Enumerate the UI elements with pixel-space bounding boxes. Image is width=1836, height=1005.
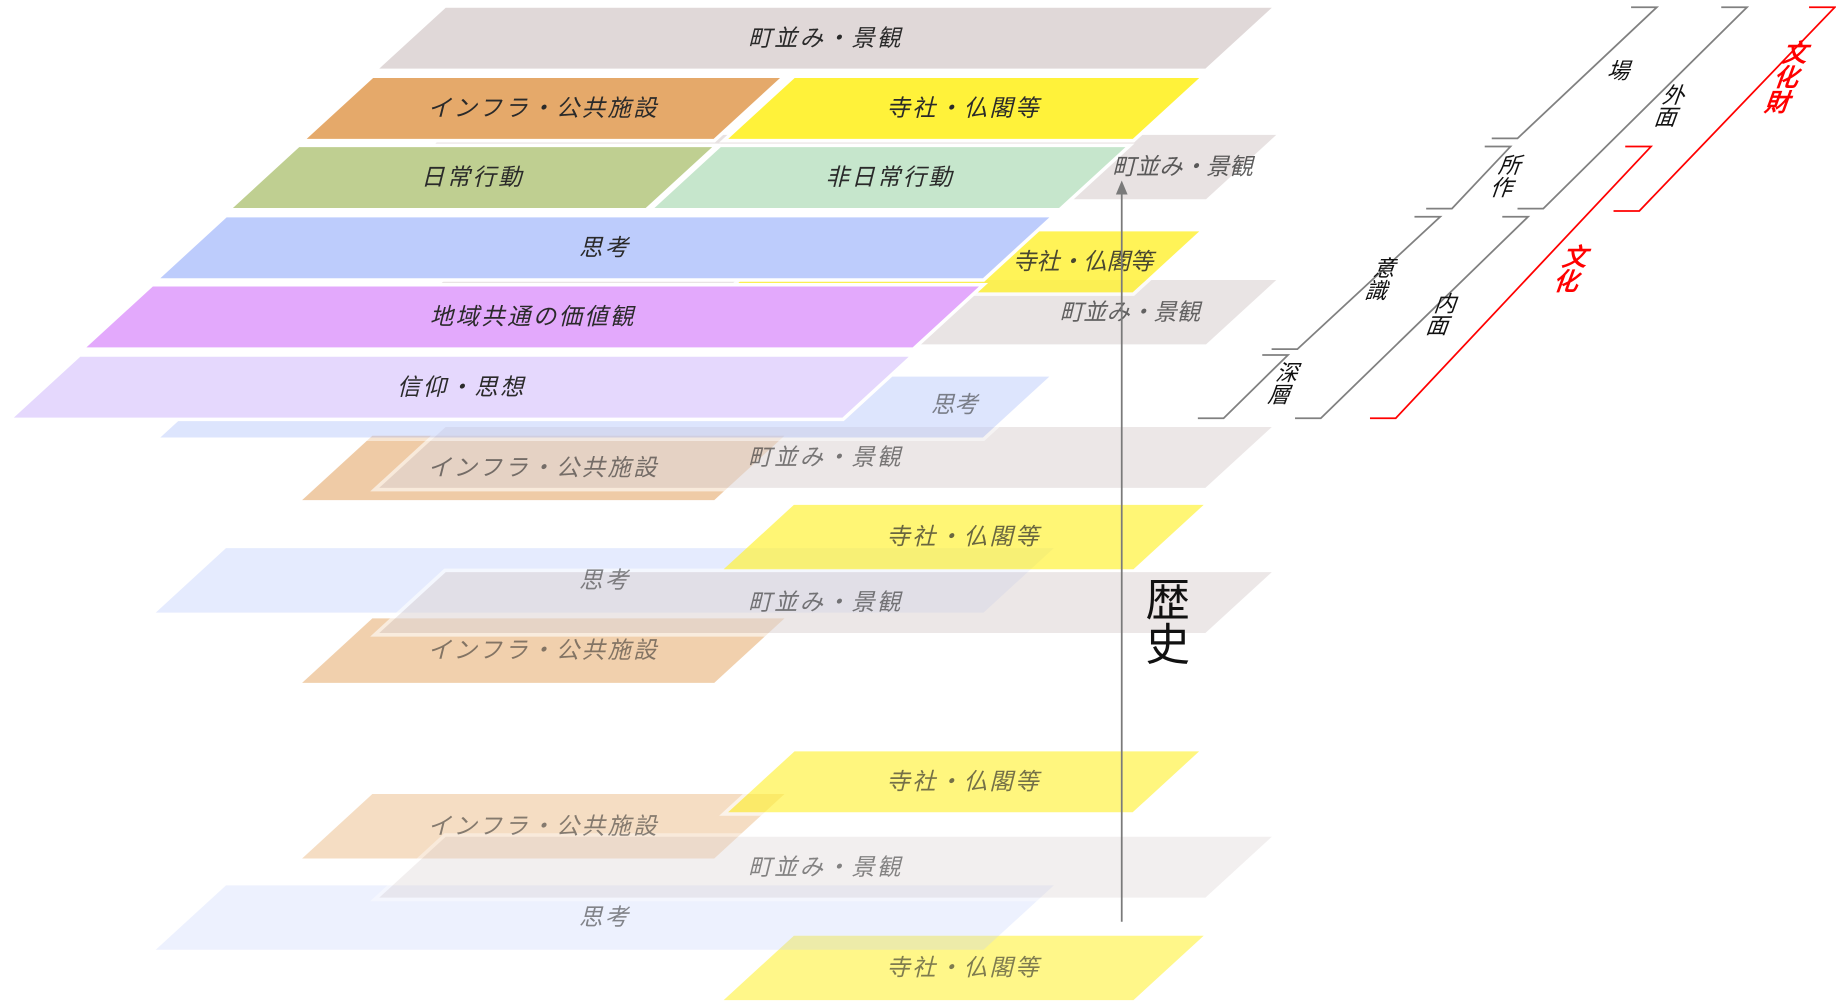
bracket-label-ishiki: 意識 — [1359, 257, 1401, 302]
history-label: 歴史 — [1137, 576, 1188, 665]
layer-label-machinami: 町並み・景観 — [748, 588, 903, 616]
layer-label-shinko: 信仰・思想 — [397, 373, 526, 401]
layer-shape-hinichijo — [645, 143, 1135, 212]
layer-shape-machinami — [370, 568, 1281, 637]
layer-label-jisha: 寺社・仏閣等 — [886, 523, 1042, 551]
layer-label-infra: インフラ・公共施設 — [428, 454, 659, 482]
layer-shape-nichijo — [223, 143, 722, 212]
bracket-bunka — [1369, 145, 1654, 420]
layer-label-jisha: 寺社・仏閣等 — [1013, 247, 1157, 275]
bracket-bunkazai — [1613, 6, 1836, 212]
bracket-label-shinso: 深層 — [1261, 361, 1304, 406]
layer-label-shikou: 思考 — [579, 566, 631, 594]
bracket-label-ba: 場 — [1601, 59, 1636, 81]
layer-shape-jisha — [719, 74, 1209, 143]
layer-label-shikou: 思考 — [579, 233, 631, 261]
layer-label-jisha: 寺社・仏閣等 — [886, 954, 1042, 982]
bracket-shinso — [1197, 354, 1291, 420]
layer-shape-shikou — [155, 885, 1054, 950]
layer-shape-shikou — [151, 213, 1059, 282]
bracket-ishiki — [1271, 215, 1443, 350]
layer-label-infra: インフラ・公共施設 — [428, 94, 659, 122]
bracket-shosa — [1426, 145, 1513, 210]
history-arrow-head-icon — [1115, 180, 1128, 195]
history-axis: 歴史 — [1115, 180, 1188, 922]
layer-label-nichijo: 日常行動 — [421, 163, 524, 191]
layer-label-machinami: 町並み・景観 — [748, 24, 903, 52]
bracket-label-bunka: 文化 — [1548, 243, 1595, 293]
layer-shape-infra — [297, 74, 790, 143]
bracket-gaimen — [1517, 6, 1750, 210]
layer-labels: 寺社・仏閣等思考インフラ・公共施設町並み・景観寺社・仏閣等インフラ・公共施設思考… — [397, 24, 1255, 982]
layer-shape-infra — [302, 794, 785, 859]
layer-label-shikou: 思考 — [579, 903, 631, 931]
layer-stack — [4, 4, 1281, 1001]
layer-shape-jisha — [723, 504, 1204, 570]
layer-shape-machinami — [370, 4, 1281, 73]
layer-label-infra: インフラ・公共施設 — [428, 636, 659, 664]
bracket-ba — [1491, 6, 1660, 140]
layer-label-infra: インフラ・公共施設 — [428, 812, 659, 840]
bracket-label-shosa: 所作 — [1484, 154, 1527, 199]
layer-shape-kachikan — [77, 282, 989, 351]
layer-shape-jisha — [719, 747, 1209, 816]
layer-shape-jisha — [723, 935, 1204, 1001]
layer-label-machinami: 町並み・景観 — [1060, 298, 1203, 326]
bracket-label-naimen: 内面 — [1420, 292, 1462, 337]
layer-label-machinami: 町並み・景観 — [748, 443, 903, 471]
layer-shape-machinami — [370, 833, 1281, 902]
layer-label-jisha: 寺社・仏閣等 — [886, 94, 1042, 122]
bracket-naimen — [1295, 215, 1531, 420]
layer-label-shikou: 思考 — [931, 390, 980, 418]
layer-label-hinichijo: 非日常行動 — [826, 163, 955, 191]
layer-shape-machinami — [370, 423, 1281, 492]
layer-shape-shinko — [4, 353, 918, 422]
layer-label-machinami: 町並み・景観 — [1112, 153, 1255, 181]
layer-label-jisha: 寺社・仏閣等 — [886, 767, 1042, 795]
bracket-label-gaimen: 外面 — [1648, 83, 1691, 128]
layer-label-machinami: 町並み・景観 — [748, 853, 903, 881]
layer-label-kachikan: 地域共通の価値観 — [430, 303, 636, 331]
